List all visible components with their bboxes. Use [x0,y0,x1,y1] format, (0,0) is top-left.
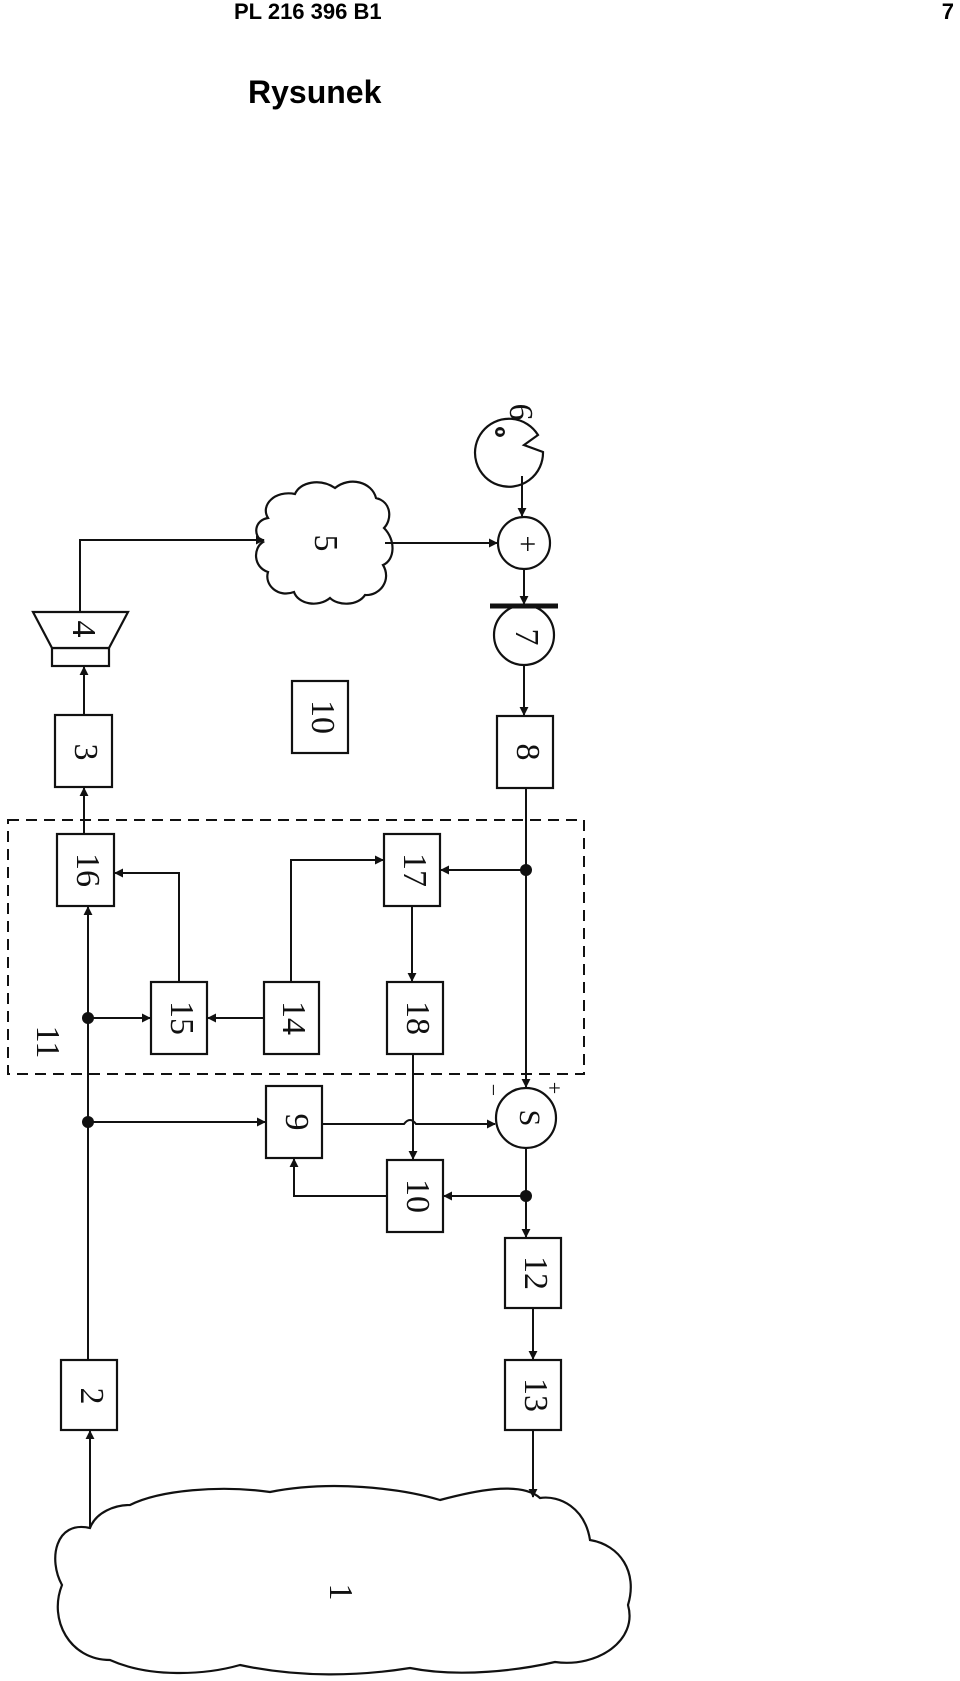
label-block-8: 8 [509,744,546,761]
label-block-2: 2 [73,1388,110,1405]
label-block-10: 10 [399,1179,436,1213]
junction-dot [82,1116,94,1128]
label-block-3: 3 [67,744,104,761]
junction-dot [520,1190,532,1202]
label-block-15: 15 [163,1001,200,1035]
label-block-4: 4 [65,621,102,638]
label-block-1: 1 [322,1584,359,1601]
block-16 [55,832,116,908]
block-17 [382,832,442,908]
label-subtractor-minus: − [481,1084,506,1096]
label-sum-plus: + [511,536,544,553]
block-14 [262,980,321,1056]
junction-dot [82,1012,94,1024]
cloud-1 [54,1484,632,1676]
label-block-12: 12 [517,1256,554,1290]
label-block-18: 18 [399,1001,436,1035]
link-10-to-9 [289,1158,387,1197]
block-4-body [50,646,111,668]
block-12 [503,1236,563,1310]
label-block-16: 16 [69,853,106,887]
block-2 [59,1358,119,1432]
source-6-dot [495,427,505,437]
label-block-9: 9 [278,1114,315,1131]
dashed-enclosure [7,819,585,1075]
label-subtractor-plus: + [542,1082,567,1094]
label-block-10-standalone: 10 [304,700,341,734]
source-6 [473,417,545,488]
label-subtractor-s: S [513,1110,546,1127]
block-10-standalone [290,679,350,755]
block-13 [503,1358,563,1432]
junction-dot [520,864,532,876]
link-14-to-17 [290,855,384,982]
block-15 [149,980,209,1056]
cloud-5 [255,480,394,605]
block-9 [264,1084,324,1160]
label-block-6: 6 [502,404,539,421]
block-18 [385,980,445,1056]
block-4-horn [31,610,130,650]
label-block-14: 14 [275,1001,312,1035]
label-block-17: 17 [396,853,433,887]
label-source-o: o [493,429,508,436]
link-9-to-s [322,1119,496,1129]
block-3 [53,713,114,789]
label-block-7: 7 [508,629,545,646]
label-block-5: 5 [307,535,344,552]
document-number: PL 216 396 B1 [234,0,382,24]
link-4-to-5 [79,535,265,612]
figure-title: Rysunek [248,74,382,110]
page-number: 7 [941,0,954,24]
label-block-11: 11 [29,1026,66,1059]
block-8 [495,714,555,790]
link-15-to-16 [114,868,180,982]
label-block-13: 13 [517,1378,554,1412]
